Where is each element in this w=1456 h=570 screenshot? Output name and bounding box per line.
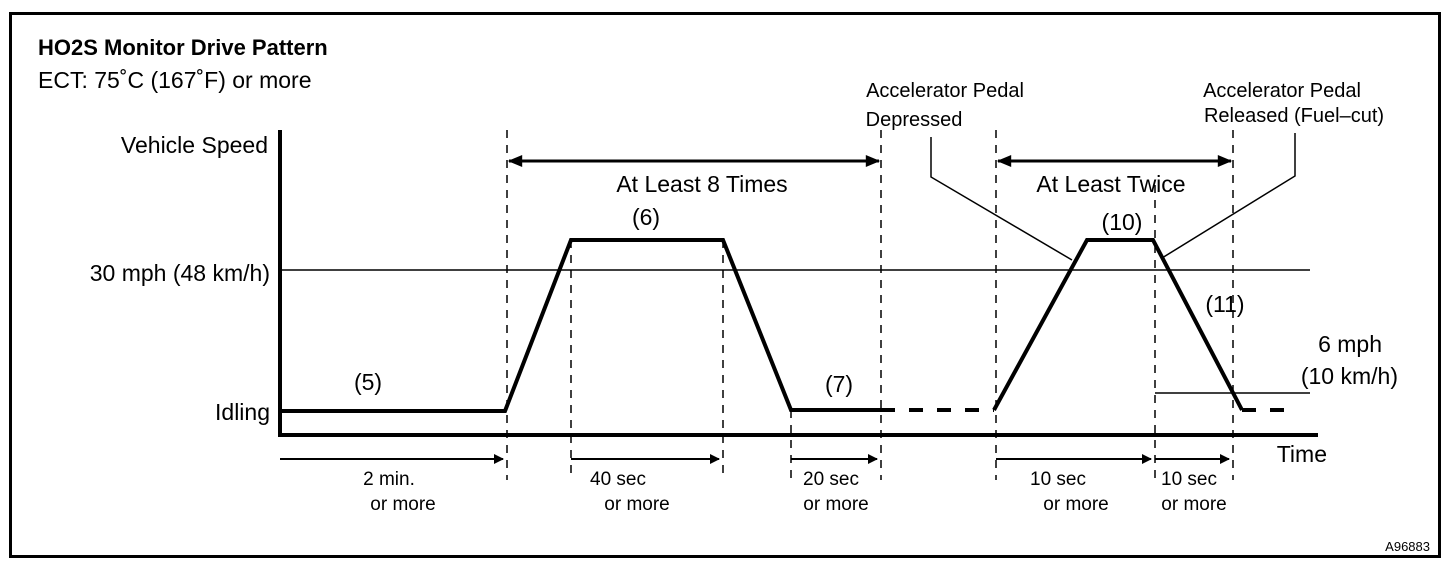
step-11-label: (11) — [1205, 291, 1244, 317]
duration-label: or more — [803, 494, 868, 515]
step-6-label: (6) — [632, 204, 660, 230]
tick-label-idling: Idling — [215, 399, 270, 425]
speed-6mph-kmh-label: (10 km/h) — [1301, 363, 1398, 389]
pedal-released-label-line1: Accelerator Pedal — [1203, 80, 1361, 102]
duration-label: 40 sec — [590, 469, 646, 490]
diagram-title: HO2S Monitor Drive Pattern — [38, 35, 328, 60]
duration-label: or more — [1043, 494, 1108, 515]
diagram-frame — [9, 12, 1441, 558]
guide-lines — [506, 130, 1234, 480]
speed-profile-first-cycle — [280, 238, 881, 413]
tick-label-30mph: 30 mph (48 km/h) — [90, 260, 270, 286]
duration-label: 20 sec — [803, 469, 859, 490]
repeat-8-times-label: At Least 8 Times — [616, 171, 787, 197]
pedal-depressed-label-line1: Accelerator Pedal — [866, 80, 1024, 102]
speed-profile-second-cycle — [992, 238, 1244, 411]
pedal-released-leader-line — [1161, 133, 1296, 259]
pedal-released-label-line2: Released (Fuel–cut) — [1204, 105, 1384, 127]
step-5-label: (5) — [354, 369, 382, 395]
pedal-depressed-label-line2: Depressed — [866, 109, 963, 131]
duration-label: or more — [604, 494, 669, 515]
x-axis-label: Time — [1277, 441, 1327, 467]
pedal-depressed-leader-line — [930, 137, 1073, 261]
speed-6mph-label: 6 mph — [1318, 331, 1382, 357]
duration-label: 10 sec — [1161, 469, 1217, 490]
step-7-label: (7) — [825, 371, 853, 397]
figure-code: A96883 — [1385, 539, 1430, 554]
duration-label: 2 min. — [363, 469, 415, 490]
duration-label: or more — [370, 494, 435, 515]
duration-label: 10 sec — [1030, 469, 1086, 490]
temperature-condition: ECT: 75˚C (167˚F) or more — [38, 67, 312, 93]
repeat-twice-label: At Least Twice — [1036, 171, 1185, 197]
step-10-label: (10) — [1102, 209, 1143, 235]
duration-label: or more — [1161, 494, 1226, 515]
y-axis-label: Vehicle Speed — [121, 132, 268, 158]
